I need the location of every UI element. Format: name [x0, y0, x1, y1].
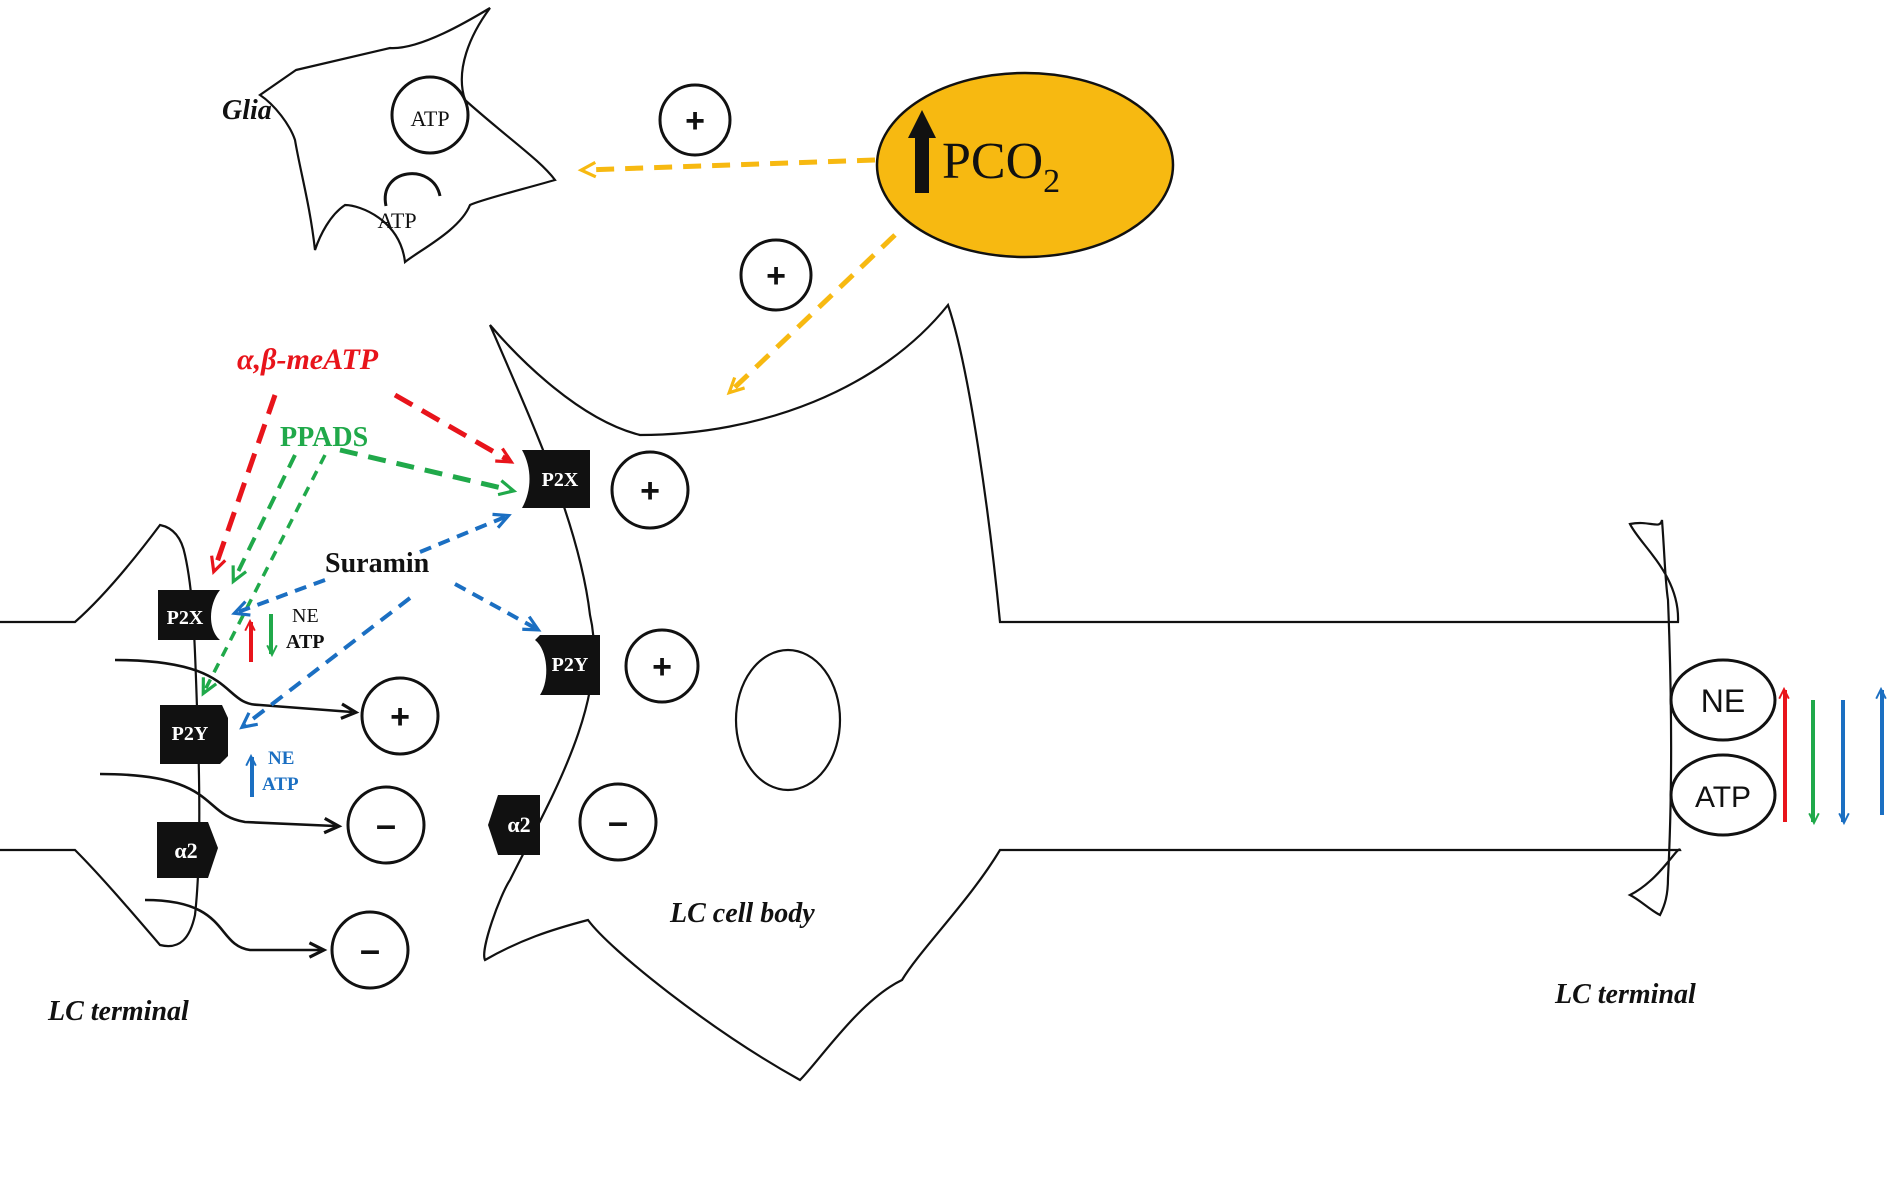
p2x-terminal-label: P2X — [167, 607, 204, 629]
abmeatp-to-p2x-body-arrow — [393, 392, 515, 464]
lc-cell-body: LC cell body — [483, 302, 1682, 1082]
glia-atp-inner-label: ATP — [410, 106, 449, 131]
receptor-a2-body: α2 — [488, 795, 540, 855]
sign-plus-p2x-body: + — [610, 450, 690, 530]
glia-atp-vesicle — [390, 75, 470, 155]
atp-label-small-1: ATP — [286, 631, 325, 653]
a2-body-label: α2 — [507, 812, 530, 837]
receptor-p2x-body: P2X — [522, 450, 590, 508]
p2y-body-shape — [535, 635, 600, 695]
p2y-body-label: P2Y — [552, 654, 589, 676]
sign-plus-glia: + — [658, 83, 732, 157]
svg-text:–: – — [608, 801, 628, 842]
sign-minus-a2-body: – — [578, 782, 658, 862]
lc-terminal-left: LC terminal — [0, 523, 201, 1027]
p2x-terminal-shape — [158, 590, 220, 640]
left-terminal-label: LC terminal — [47, 996, 189, 1027]
abmeatp-to-p2x-terminal-arrow — [210, 394, 278, 575]
ne-label-large: NE — [1701, 683, 1745, 719]
suramin-to-p2x-body-arrow — [419, 512, 512, 554]
sign-minus-terminal-2: – — [346, 785, 426, 865]
receptor-a2-terminal: α2 — [157, 822, 218, 878]
ppads-to-p2x-terminal-arrow — [231, 454, 297, 585]
signal-arrow-1 — [114, 658, 360, 720]
signal-arrow-2 — [99, 772, 343, 835]
a2-terminal-shape — [157, 822, 218, 878]
p2y-terminal-label: P2Y — [172, 723, 209, 745]
p2x-body-shape — [522, 450, 590, 508]
pco2-ellipse — [875, 71, 1175, 259]
glia-atp-release-label: ATP — [377, 208, 416, 233]
svg-text:–: – — [360, 929, 380, 970]
ppads-to-p2y-terminal-arrow — [201, 454, 327, 697]
ne-vesicle — [1669, 658, 1777, 742]
svg-text:+: + — [652, 648, 672, 686]
pco2-node: PCO2 — [875, 71, 1175, 259]
pco2-to-cell-body-arrow — [726, 233, 897, 396]
suramin-to-p2y-body-arrow — [454, 582, 542, 632]
sign-plus-terminal-1: + — [360, 676, 440, 756]
a2-body-shape — [488, 795, 540, 855]
suramin-to-p2y-terminal-arrow — [239, 596, 412, 730]
svg-text:+: + — [766, 257, 786, 295]
ne-label-small-1: NE — [292, 605, 319, 627]
receptor-p2x-terminal: P2X — [158, 590, 220, 640]
sign-plus-pco2-body: + — [739, 238, 813, 312]
abmeatp-label: α,β-meATP — [237, 343, 379, 376]
signal-arrow-3 — [144, 898, 328, 959]
svg-text:+: + — [390, 698, 410, 736]
glia-cell: Glia ATP ATP — [222, 7, 557, 265]
ppads-to-p2x-body-arrow — [339, 447, 518, 497]
cell-body-label: LC cell body — [669, 898, 815, 929]
ppads-label: PPADS — [280, 422, 368, 453]
pco2-label: PCO2 — [942, 133, 1060, 200]
atp-label-large: ATP — [1695, 781, 1751, 814]
nucleus — [734, 648, 842, 792]
suramin-to-p2x-terminal-arrow — [231, 578, 326, 617]
right-release-group: NE ATP — [1669, 658, 1887, 837]
sign-plus-p2y-body: + — [624, 628, 700, 704]
p2x-body-label: P2X — [542, 469, 579, 491]
up-arrow-icon — [908, 110, 936, 193]
a2-terminal-label: α2 — [174, 838, 197, 863]
glia-label: Glia — [222, 95, 272, 126]
sign-minus-terminal-3: – — [330, 910, 410, 990]
svg-text:+: + — [640, 472, 660, 510]
svg-text:–: – — [376, 804, 396, 845]
p2y-terminal-shape — [160, 705, 228, 764]
glia-atp-release-vesicle — [383, 172, 442, 207]
pco2-to-glia-arrow — [577, 157, 876, 179]
atp-label-small-2: ATP — [262, 774, 299, 795]
right-terminal-label: LC terminal — [1554, 979, 1696, 1010]
ne-label-small-2: NE — [268, 748, 294, 769]
svg-text:+: + — [685, 102, 705, 140]
glia-outline — [258, 7, 557, 265]
suramin-label: Suramin — [325, 548, 430, 579]
cell-body-outline — [483, 302, 1682, 1082]
receptor-p2y-body: P2Y — [535, 635, 600, 695]
receptor-p2y-terminal: P2Y — [160, 705, 228, 764]
atp-vesicle — [1669, 753, 1777, 837]
